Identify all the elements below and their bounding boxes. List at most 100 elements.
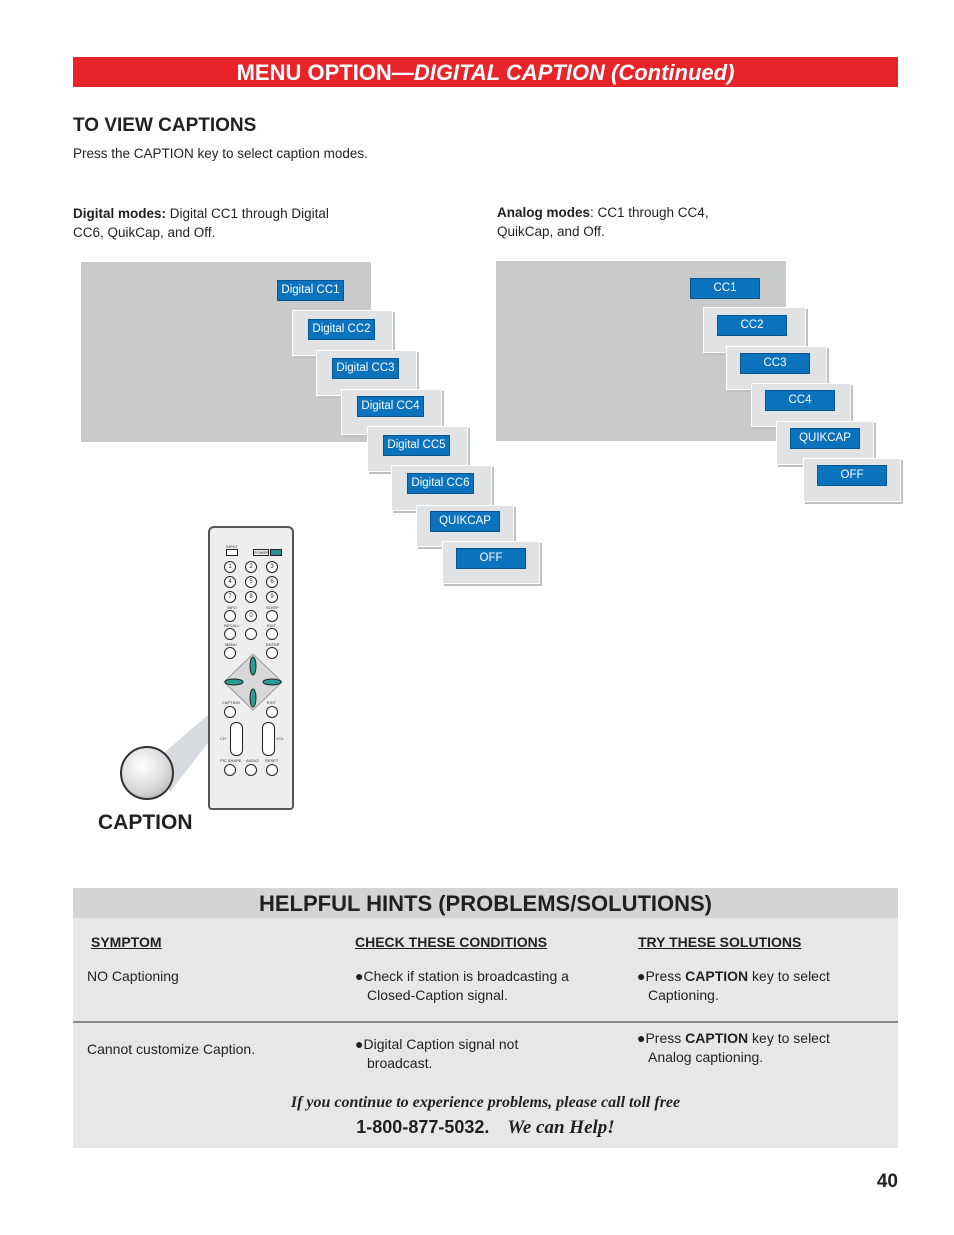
volume-rocker[interactable] — [262, 722, 275, 756]
power-button[interactable] — [270, 549, 282, 556]
analog-mode-cc3: CC3 — [726, 346, 827, 390]
pic-shape-label: PIC SHAPE — [220, 758, 242, 763]
digital-modes-label: Digital modes: — [73, 206, 167, 221]
solution-suffix: key to select — [748, 1030, 830, 1046]
hints-footer-text: If you continue to experience problems, … — [290, 1094, 681, 1111]
symptom-cell: NO Captioning — [87, 968, 179, 984]
recall-button[interactable] — [224, 628, 236, 640]
phone-number: 1-800-877-5032. — [356, 1117, 490, 1137]
analog-modes-line2: QuikCap, and Off. — [497, 224, 605, 239]
analog-mode-off: OFF — [803, 458, 901, 502]
osd-label: CC1 — [690, 278, 760, 299]
analog-modes-line1: : CC1 through CC4, — [590, 205, 709, 220]
solution-prefix: Press — [645, 968, 686, 984]
digit-0-button[interactable]: 0 — [245, 610, 257, 622]
menu-button[interactable] — [224, 647, 236, 659]
digit-7-button[interactable]: 7 — [224, 591, 236, 603]
bullet-icon: ● — [355, 968, 364, 984]
analog-modes-label: Analog modes — [497, 205, 591, 220]
exit-button[interactable] — [266, 706, 278, 718]
analog-mode-cc4: CC4 — [751, 383, 851, 427]
digital-modes-line2: CC6, QuikCap, and Off. — [73, 225, 216, 240]
digit-5-button[interactable]: 5 — [245, 576, 257, 588]
menu-label: MENU — [225, 642, 237, 647]
caption-button[interactable] — [224, 706, 236, 718]
digital-modes-line1: Digital CC1 through Digital — [166, 206, 329, 221]
digit-9-button[interactable]: 9 — [266, 591, 278, 603]
exit-label: EXIT — [267, 700, 276, 705]
remote-control: INPUT POWER 1 2 3 4 5 6 7 8 9 INFO SLEEP… — [208, 526, 294, 810]
channel-rocker[interactable] — [230, 722, 243, 756]
osd-label: Digital CC2 — [308, 319, 375, 340]
input-button[interactable] — [226, 549, 238, 556]
analog-mode-cc1: CC1 — [680, 270, 786, 306]
title-prefix: MENU OPTION— — [236, 60, 414, 85]
info-button[interactable] — [224, 610, 236, 622]
sleep-button[interactable] — [266, 610, 278, 622]
reset-label: RESET — [265, 758, 279, 763]
osd-label: CC2 — [717, 315, 787, 336]
digital-mode-cc3: Digital CC3 — [316, 350, 417, 396]
page-title: MENU OPTION—DIGITAL CAPTION (Continued) — [73, 57, 898, 87]
osd-label: Digital CC3 — [332, 358, 399, 379]
section-heading: TO VIEW CAPTIONS — [73, 115, 257, 136]
osd-label: CC3 — [740, 353, 810, 374]
bullet-icon: ● — [355, 1036, 364, 1052]
caption-button-zoom — [120, 746, 174, 800]
osd-label: QUIKCAP — [790, 428, 860, 449]
info-label: INFO — [227, 605, 237, 610]
sleep-label: SLEEP — [266, 605, 279, 610]
reset-button[interactable] — [266, 764, 278, 776]
digital-modes-text: Digital modes: Digital CC1 through Digit… — [73, 204, 393, 242]
condition-cell: ●Digital Caption signal not broadcast. — [355, 1035, 615, 1073]
solution-prefix: Press — [645, 1030, 686, 1046]
digit-6-button[interactable]: 6 — [266, 576, 278, 588]
ch-label: CH — [220, 736, 226, 741]
intro-text: Press the CAPTION key to select caption … — [73, 146, 368, 161]
analog-mode-quikcap: QUIKCAP — [776, 421, 874, 465]
digit-3-button[interactable]: 3 — [266, 561, 278, 573]
enter-label: ENTER — [266, 642, 280, 647]
digital-mode-off: OFF — [442, 541, 540, 584]
solution-cell: ●Press CAPTION key to select Captioning. — [637, 967, 887, 1005]
solution-key: CAPTION — [685, 1030, 749, 1046]
condition-line2: broadcast. — [367, 1055, 433, 1071]
power-label: POWER — [253, 549, 270, 556]
bullet-icon: ● — [637, 968, 646, 984]
digit-8-button[interactable]: 8 — [245, 591, 257, 603]
dash-button[interactable] — [245, 628, 257, 640]
osd-label: Digital CC1 — [277, 280, 344, 301]
pic-shape-button[interactable] — [224, 764, 236, 776]
caption-label: CAPTION — [98, 811, 193, 834]
digit-2-button[interactable]: 2 — [245, 561, 257, 573]
solution-key: CAPTION — [685, 968, 749, 984]
caption-key-label: CAPTION — [222, 700, 240, 705]
exit-top-label: EXIT — [267, 623, 276, 628]
digital-mode-cc6: Digital CC6 — [391, 465, 492, 511]
solution-line2: Analog captioning. — [648, 1049, 764, 1065]
digit-4-button[interactable]: 4 — [224, 576, 236, 588]
hints-footer-phone: 1-800-877-5032. We can Help! — [73, 1117, 898, 1139]
exit-top-button[interactable] — [266, 628, 278, 640]
analog-modes-text: Analog modes: CC1 through CC4, QuikCap, … — [497, 203, 797, 241]
condition-line1: Check if station is broadcasting a — [363, 968, 569, 984]
hints-title: HELPFUL HINTS (PROBLEMS/SOLUTIONS) — [73, 888, 898, 918]
osd-label: OFF — [456, 548, 526, 569]
recall-label: RECALL — [224, 623, 240, 628]
symptom-header: SYMPTOM — [91, 934, 162, 950]
solution-suffix: key to select — [748, 968, 830, 984]
audio-label: AUDIO — [246, 758, 259, 763]
symptom-cell: Cannot customize Caption. — [87, 1041, 256, 1057]
row-divider — [73, 1021, 898, 1023]
enter-button[interactable] — [266, 647, 278, 659]
osd-label: QUIKCAP — [430, 511, 500, 532]
vol-label: VOL — [276, 736, 285, 741]
digital-mode-cc5: Digital CC5 — [367, 426, 468, 472]
dpad[interactable] — [220, 654, 286, 714]
solutions-header: TRY THESE SOLUTIONS — [638, 934, 802, 950]
bullet-icon: ● — [637, 1030, 646, 1046]
audio-button[interactable] — [245, 764, 257, 776]
we-can-help: We can Help! — [507, 1117, 615, 1138]
digit-1-button[interactable]: 1 — [224, 561, 236, 573]
digital-mode-cc2: Digital CC2 — [292, 310, 393, 356]
